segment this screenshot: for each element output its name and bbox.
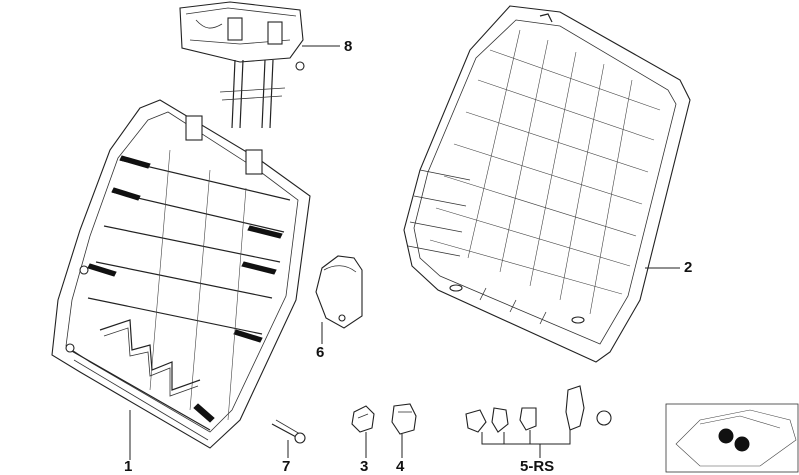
callout-8: 8	[344, 38, 353, 55]
part-2-backrest-shell	[403, 5, 691, 363]
part-8-headrest-guide	[179, 1, 305, 129]
vehicle-location-thumbnail	[665, 403, 799, 473]
callout-4: 4	[396, 458, 405, 475]
leader-line-5-rs	[481, 430, 571, 458]
callout-6: 6	[316, 344, 325, 361]
part-6-cover-cap	[315, 255, 363, 329]
callout-1: 1	[124, 458, 133, 475]
part-1-backrest-frame	[51, 99, 311, 449]
callout-2: 2	[684, 259, 693, 276]
part-4-clip	[391, 403, 417, 435]
part-5-rs-clip-set	[465, 385, 612, 433]
part-3-clip	[351, 405, 375, 433]
callout-7: 7	[282, 458, 291, 475]
callout-3: 3	[360, 458, 369, 475]
part-7-screw	[271, 419, 306, 444]
callout-5-rs: 5-RS	[520, 458, 555, 475]
